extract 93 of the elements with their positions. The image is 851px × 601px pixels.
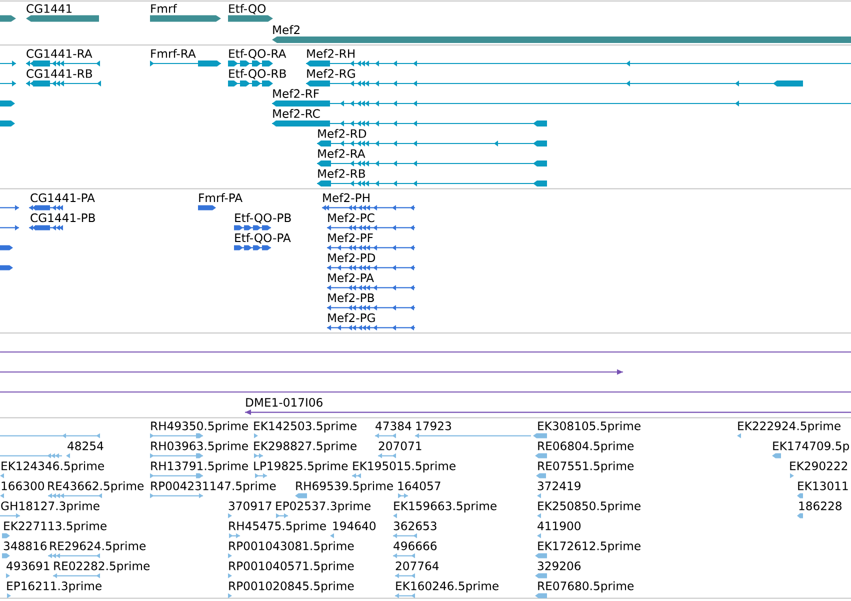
feature-label: CG1441-PA	[30, 193, 95, 202]
feature-label: DME1-017I06	[246, 398, 322, 407]
est-glyph	[0, 453, 62, 458]
feature-label: Mef2-RA	[318, 148, 366, 158]
feature-label: EK124346.5prime	[2, 461, 104, 472]
feature-label: 186228	[799, 501, 842, 510]
feature-label: 194640	[333, 521, 376, 530]
feature-label: EK250850.5prime	[538, 501, 640, 512]
feature-label: RP004231147.5prime	[151, 481, 276, 492]
feature-label: 164057	[398, 481, 440, 490]
feature-label: Mef2-RH	[307, 48, 354, 58]
feature-label: EP16211.3prime	[7, 581, 102, 592]
feature-label: RH45475.5prime	[229, 521, 326, 532]
feature-label: Mef2-RB	[318, 168, 365, 178]
feature-label: 496666	[394, 541, 437, 550]
feature-label: Etf-QO-RA	[229, 48, 286, 60]
transcript-glyph	[0, 80, 16, 86]
gene-bar	[0, 15, 16, 22]
feature-label: EK227113.5prime	[4, 521, 106, 532]
feature-label: 207071	[378, 441, 422, 450]
feature-label: 362653	[394, 521, 436, 530]
feature-label: Mef2-RG	[307, 68, 355, 78]
feature-label: RE06804.5prime	[538, 441, 634, 452]
feature-label: RP001040571.5prime	[229, 561, 354, 572]
feature-label: 411900	[538, 521, 580, 530]
feature-label: Etf-QO	[229, 4, 266, 14]
feature-label: Etf-QO-RB	[229, 68, 286, 80]
alignment-line	[0, 369, 623, 375]
feature-label: 17923	[416, 421, 451, 430]
feature-label: 493691	[6, 561, 50, 570]
feature-label: 166300	[2, 481, 44, 490]
feature-label: RE07551.5prime	[538, 461, 634, 472]
feature-label: RH03963.5prime	[151, 441, 248, 452]
feature-label: Mef2-PH	[323, 193, 370, 202]
feature-label: Mef2	[273, 25, 300, 34]
alignment-line	[0, 351, 851, 353]
feature-label: Mef2-PA	[328, 273, 374, 282]
feature-label: EK13011	[798, 481, 848, 490]
protein-glyph	[0, 265, 13, 270]
feature-label: EK222924.5prime	[738, 421, 840, 432]
feature-label: CG1441-RA	[26, 49, 92, 58]
feature-label: LP19825.5prime	[254, 461, 348, 472]
feature-label: EK160246.5prime	[396, 581, 498, 592]
feature-label: Mef2-PB	[328, 293, 374, 302]
est-glyph	[0, 433, 100, 438]
feature-label: EK290222	[790, 461, 848, 470]
feature-label: Mef2-PC	[328, 213, 374, 222]
feature-label: Fmrf-RA	[151, 48, 196, 58]
feature-label: Fmrf	[151, 4, 178, 13]
feature-label: EK195015.5prime	[353, 461, 456, 472]
feature-label: 47384	[376, 421, 412, 430]
feature-label: Mef2-RD	[318, 128, 366, 138]
feature-label: Etf-QO-PA	[235, 233, 291, 244]
feature-label: 207764	[396, 561, 439, 570]
feature-label: RH69539.5prime	[296, 481, 393, 492]
feature-label: EK298827.5prime	[254, 441, 356, 452]
feature-label: GH18127.3prime	[1, 501, 100, 512]
feature-label: EK172612.5prime	[538, 541, 640, 552]
feature-label: EK308105.5prime	[538, 421, 640, 432]
feature-label: Fmrf-PA	[199, 193, 242, 202]
feature-label: CG1441	[26, 4, 72, 13]
feature-label: CG1441-PB	[30, 213, 95, 222]
feature-label: EK174709.5p	[773, 441, 849, 452]
feature-label: EK142503.5prime	[254, 421, 356, 432]
feature-label: Mef2-PD	[328, 253, 376, 262]
feature-label: Etf-QO-PB	[235, 213, 291, 224]
feature-label: RP001020845.5prime	[229, 581, 354, 592]
feature-label: 370917	[228, 501, 272, 510]
feature-label: Mef2-RC	[273, 108, 320, 118]
feature-label: 329206	[538, 561, 581, 570]
protein-glyph	[0, 245, 13, 250]
transcript-glyph	[0, 120, 15, 126]
feature-label: 372419	[538, 481, 580, 490]
alignment-line	[0, 391, 851, 393]
feature-label: Mef2-PF	[328, 233, 373, 242]
protein-glyph	[0, 204, 19, 210]
feature-label: RE07680.5prime	[538, 581, 634, 592]
feature-label: RE02282.5prime	[54, 561, 150, 572]
protein-glyph	[0, 224, 19, 230]
feature-label: EP02537.3prime	[276, 501, 370, 512]
feature-label: EK159663.5prime	[394, 501, 496, 512]
feature-label: 348816	[4, 541, 47, 550]
feature-label: RE43662.5prime	[48, 481, 144, 492]
feature-label: RE29624.5prime	[50, 541, 146, 552]
feature-label: Mef2-RF	[273, 88, 319, 98]
transcript-glyph	[0, 60, 16, 66]
feature-label: 48254	[68, 441, 104, 450]
feature-label: RP001043081.5prime	[229, 541, 354, 552]
feature-label: RH49350.5prime	[151, 421, 248, 432]
feature-label: CG1441-RB	[26, 69, 92, 78]
feature-label: RH13791.5prime	[151, 461, 248, 472]
transcript-glyph	[0, 100, 15, 106]
feature-label: Mef2-PG	[328, 313, 375, 322]
